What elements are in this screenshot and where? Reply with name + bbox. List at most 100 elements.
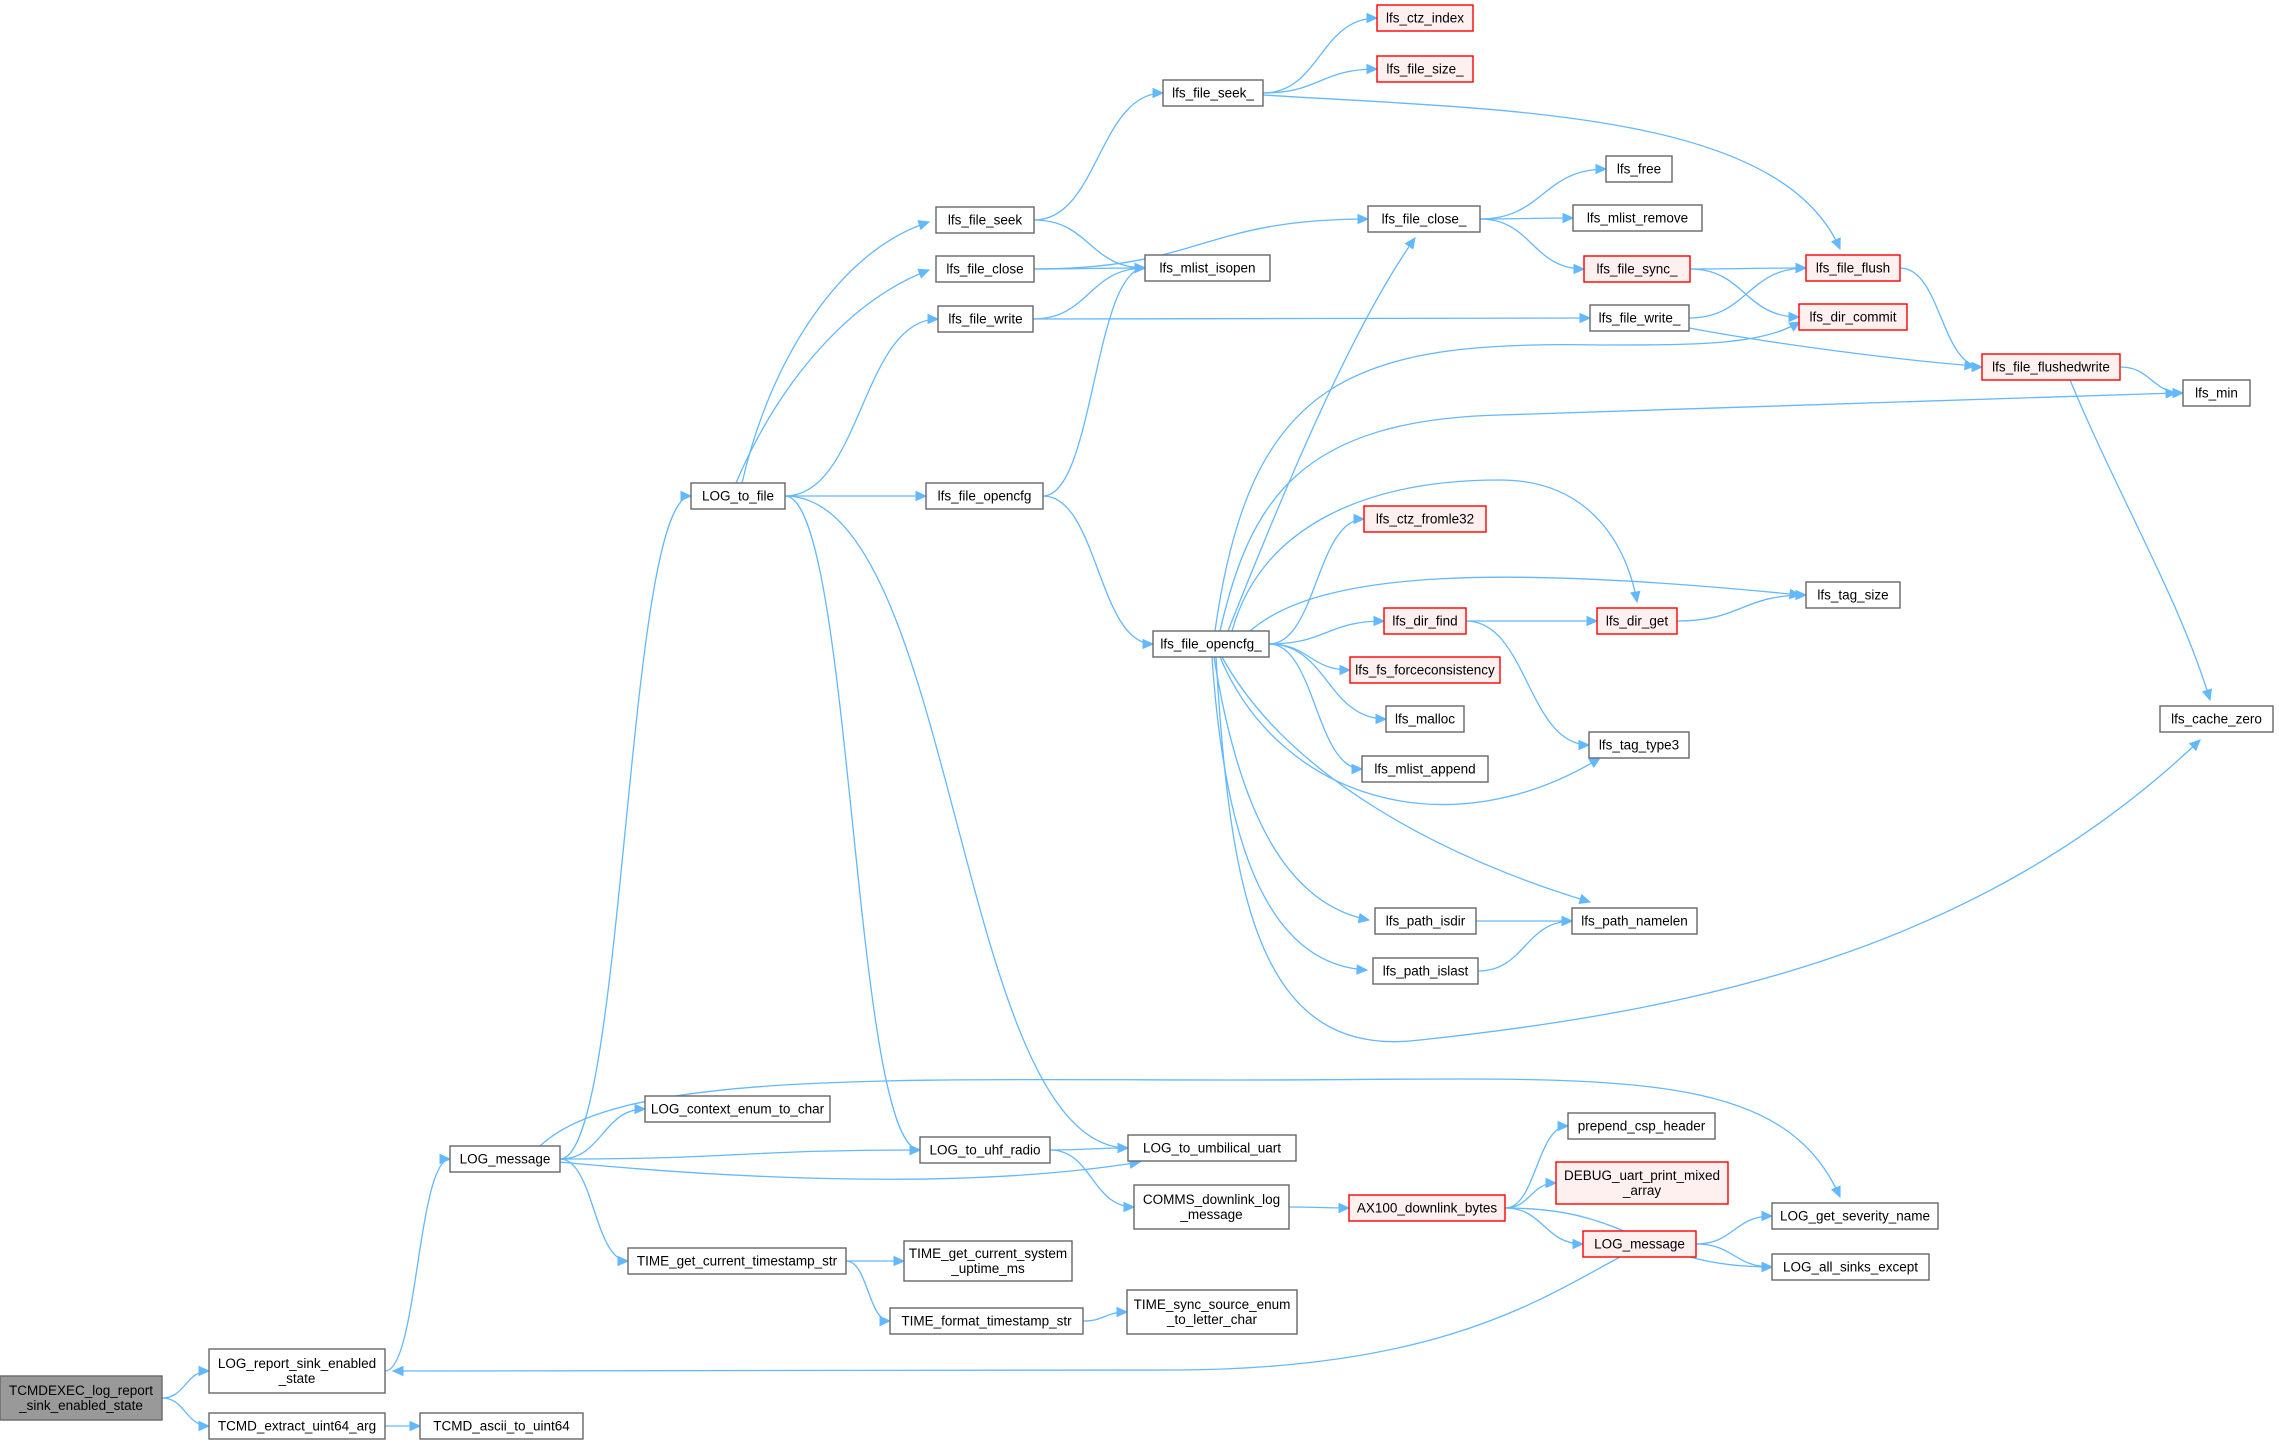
node-lfs-dir-get[interactable]: lfs_dir_get [1596,607,1678,635]
edge-line [1676,594,1807,622]
node-lfs-file-opencfg-[interactable]: lfs_file_opencfg_ [1152,630,1270,658]
node-label: _message [1179,1207,1242,1222]
edge-arrowhead [1561,915,1574,927]
node-lfs-file-close[interactable]: lfs_file_close [935,255,1035,283]
edge-arrowhead [439,1153,452,1165]
node-lfs-path-namelen[interactable]: lfs_path_namelen [1571,907,1698,935]
node-comms-downlink[interactable]: COMMS_downlink_log_message [1133,1184,1290,1230]
node-log-report-sink[interactable]: LOG_report_sink_enabled_state [208,1348,386,1394]
node-label: prepend_csp_header [1578,1119,1706,1134]
node-lfs-fs-force[interactable]: lfs_fs_forceconsistency [1349,656,1501,684]
node-lfs-malloc[interactable]: lfs_malloc [1385,705,1465,733]
node-lfs-cache-zero[interactable]: lfs_cache_zero [2159,705,2274,733]
node-log-to-uhf[interactable]: LOG_to_uhf_radio [919,1136,1051,1164]
node-log-context[interactable]: LOG_context_enum_to_char [644,1095,831,1123]
node-box [1605,155,1673,183]
node-box [1367,205,1481,233]
edge-lfs-file-opencfg-to-lfs-mlist-isopen [1042,262,1147,497]
node-log-to-file[interactable]: LOG_to_file [690,482,786,510]
node-lfs-file-seek-[interactable]: lfs_file_seek_ [1162,79,1264,107]
node-lfs-ctz-index[interactable]: lfs_ctz_index [1376,4,1474,32]
edge-arrowhead [1562,212,1575,224]
node-lfs-file-flush[interactable]: lfs_file_flush [1805,254,1901,282]
edge-lfs-dir-get-to-lfs-tag-size [1676,589,1808,622]
node-lfs-dir-find[interactable]: lfs_dir_find [1383,607,1467,635]
edge-arrowhead [1788,311,1801,323]
edge-arrowhead [617,1255,630,1267]
node-prepend-csp[interactable]: prepend_csp_header [1567,1112,1716,1140]
node-lfs-file-close-[interactable]: lfs_file_close_ [1367,205,1481,233]
edge-line [559,1158,629,1262]
node-time-uptime[interactable]: TIME_get_current_system_uptime_ms [903,1240,1073,1282]
node-lfs-tag-size[interactable]: lfs_tag_size [1805,581,1901,609]
edge-log-message-to-time-get-ts [559,1158,630,1267]
edge-ax100-to-debug-uart [1504,1177,1558,1209]
edge-line [1033,92,1164,221]
node-lfs-file-write[interactable]: lfs_file_write [937,305,1034,333]
node-lfs-file-flushedwrite[interactable]: lfs_file_flushedwrite [1981,353,2121,381]
edge-line [1262,68,1378,94]
edge-arrowhead [1572,1238,1585,1250]
node-box [1376,55,1474,83]
node-tcmd-ascii[interactable]: TCMD_ascii_to_uint64 [419,1412,584,1440]
node-box [208,1348,386,1394]
edge-arrowhead [634,1103,647,1115]
node-box [935,206,1035,234]
edge-line [559,495,692,1160]
node-ax100[interactable]: AX100_downlink_bytes [1348,1194,1506,1222]
node-label: lfs_path_namelen [1581,914,1688,929]
node-time-get-ts[interactable]: TIME_get_current_timestamp_str [627,1247,847,1275]
node-log-all-sinks[interactable]: LOG_all_sinks_except [1771,1253,1930,1281]
node-lfs-file-sync-[interactable]: lfs_file_sync_ [1583,255,1691,283]
node-label: _to_letter_char [1166,1312,1258,1327]
edge-lfs-file-opencfg--to-lfs-fs-force [1268,643,1352,676]
edge-line [1214,321,1801,632]
node-lfs-dir-commit[interactable]: lfs_dir_commit [1798,303,1908,331]
edge-line [559,1161,1141,1180]
edge-lfs-file-opencfg--to-lfs-mlist-append [1268,643,1364,775]
node-lfs-path-isdir[interactable]: lfs_path_isdir [1374,907,1477,935]
node-box [1589,304,1690,332]
node-lfs-file-seek[interactable]: lfs_file_seek [935,206,1035,234]
node-label: lfs_tag_size [1817,588,1888,603]
edge-log-message-to-log-to-umb [559,1158,1142,1180]
node-log-severity[interactable]: LOG_get_severity_name [1771,1202,1939,1230]
edge-lfs-file-opencfg--to-lfs-malloc [1268,643,1388,725]
edge-arrowhead [1116,1306,1129,1318]
edge-ax100-to-log-message2 [1504,1207,1585,1250]
node-lfs-file-opencfg[interactable]: lfs_file_opencfg [925,482,1044,510]
edge-arrowhead [1142,638,1155,650]
node-lfs-tag-type3[interactable]: lfs_tag_type3 [1588,731,1690,759]
node-lfs-min[interactable]: lfs_min [2182,379,2251,407]
node-log-message[interactable]: LOG_message [449,1145,561,1173]
edge-arrowhead [917,268,931,279]
node-time-format[interactable]: TIME_format_timestamp_str [889,1307,1084,1335]
node-debug-uart[interactable]: DEBUG_uart_print_mixed_array [1555,1161,1729,1205]
edge-lfs-file-seek-to-lfs-mlist-isopen [1033,219,1147,274]
node-lfs-path-islast[interactable]: lfs_path_islast [1372,957,1479,985]
node-log-message2[interactable]: LOG_message [1582,1230,1697,1258]
edge-line [1227,237,1416,632]
node-label: lfs_fs_forceconsistency [1355,663,1495,678]
node-tcmd-extract[interactable]: TCMD_extract_uint64_arg [208,1412,386,1440]
node-label: DEBUG_uart_print_mixed [1564,1168,1720,1183]
node-lfs-mlist-isopen[interactable]: lfs_mlist_isopen [1144,254,1271,282]
edge-line [1049,1149,1135,1208]
edge-lfs-dir-find-to-lfs-tag-type3 [1465,620,1591,751]
node-label: lfs_mlist_append [1374,762,1475,777]
node-lfs-mlist-append[interactable]: lfs_mlist_append [1361,755,1489,783]
node-label: lfs_file_sync_ [1596,262,1678,277]
edge-lfs-file-close--to-lfs-mlist-remove [1479,212,1575,224]
node-root[interactable]: TCMDEXEC_log_report_sink_enabled_state [0,1375,163,1421]
node-lfs-file-size-[interactable]: lfs_file_size_ [1376,55,1474,83]
edge-arrowhead [198,1365,211,1377]
node-lfs-free[interactable]: lfs_free [1605,155,1673,183]
node-lfs-file-write-[interactable]: lfs_file_write_ [1589,304,1690,332]
edge-lfs-file-opencfg--to-lfs-cache-zero [1215,656,2201,1043]
node-lfs-ctz-fromle32[interactable]: lfs_ctz_fromle32 [1363,505,1487,533]
node-time-sync[interactable]: TIME_sync_source_enum_to_letter_char [1126,1289,1298,1335]
edge-line [1695,1215,1773,1245]
edge-log-message-to-log-to-file [559,490,693,1160]
node-log-to-umb[interactable]: LOG_to_umbilical_uart [1127,1134,1297,1162]
node-lfs-mlist-remove[interactable]: lfs_mlist_remove [1572,204,1703,232]
